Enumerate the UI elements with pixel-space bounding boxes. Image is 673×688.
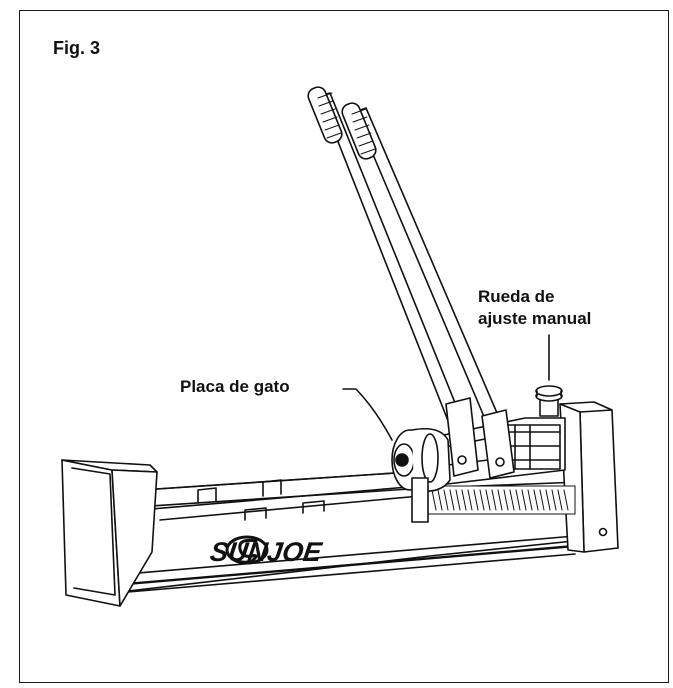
label-adjustment-wheel-line2: ajuste manual — [478, 309, 592, 328]
return-spring — [426, 485, 576, 515]
label-adjustment-wheel-line1: Rueda de — [478, 287, 555, 306]
label-jack-plate: Placa de gato — [180, 377, 290, 396]
handle-pivot — [445, 397, 515, 479]
figure-title: Fig. 3 — [53, 38, 101, 58]
label-adjustment-wheel: Rueda de ajuste manual — [478, 286, 591, 330]
wedge-head — [61, 459, 158, 607]
handle-right — [341, 102, 501, 427]
leader-jack-plate — [342, 388, 393, 441]
jack-plate — [391, 427, 451, 523]
beam — [111, 465, 584, 593]
adjustment-wheel — [535, 385, 563, 417]
brand-name: SUNJOE — [208, 536, 324, 567]
end-plate — [559, 401, 619, 553]
handle-left — [307, 86, 467, 437]
brand-logo-icon — [225, 535, 269, 565]
cradle-tabs — [139, 479, 421, 521]
